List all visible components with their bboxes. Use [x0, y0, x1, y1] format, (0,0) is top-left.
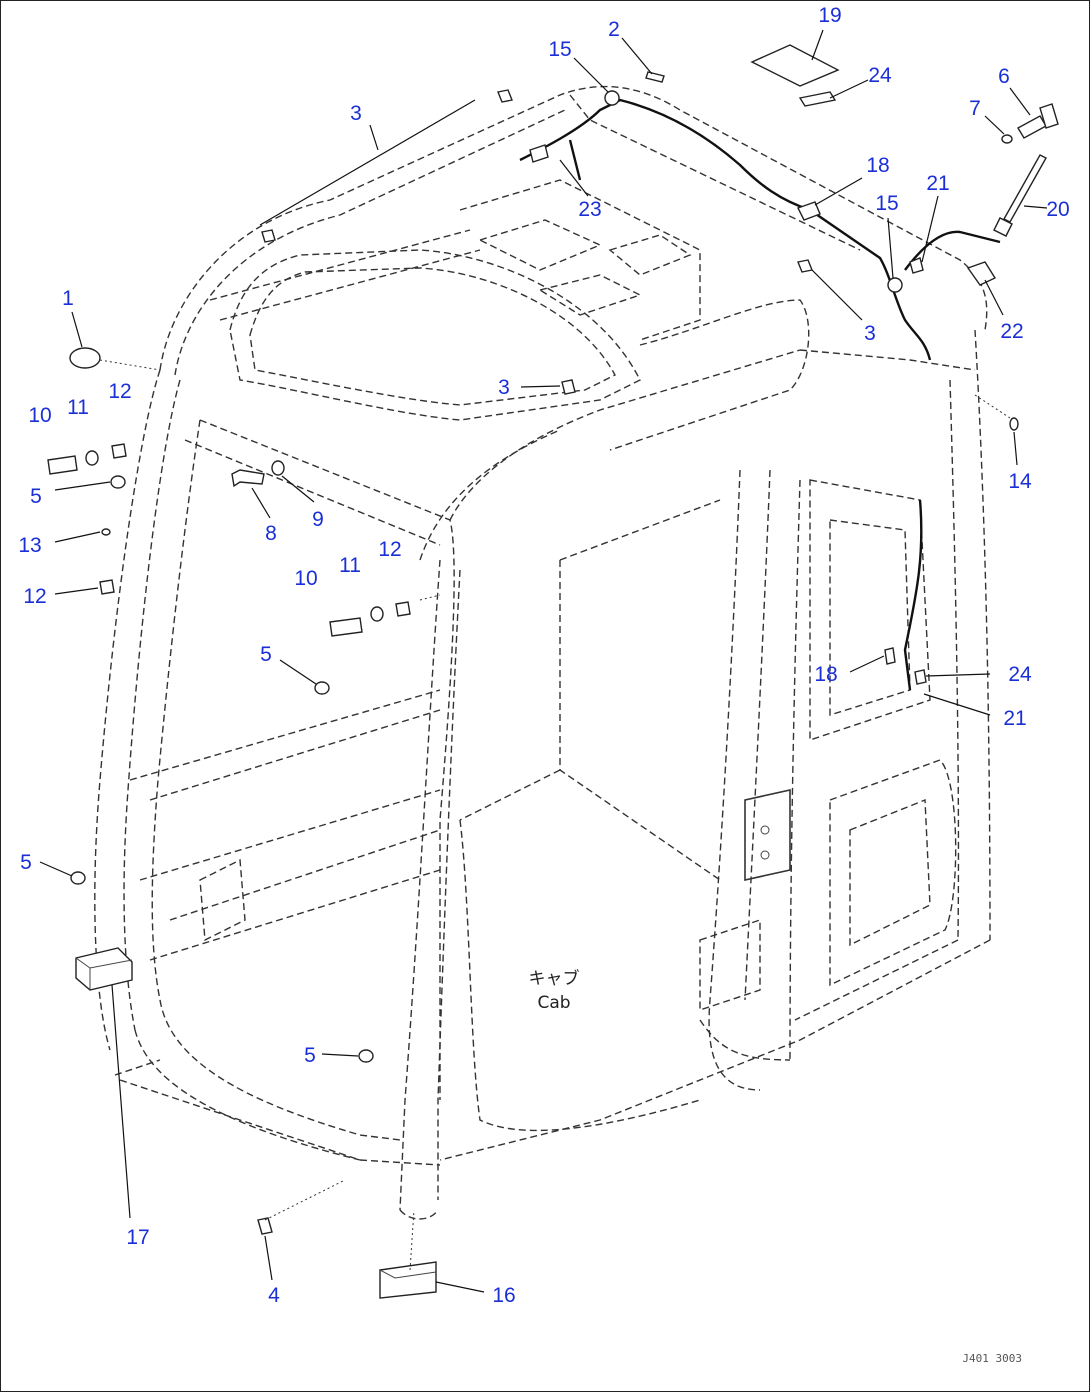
pin-part-2 [645, 71, 665, 83]
clip-part-3-right [797, 259, 813, 273]
callout-7: 7 [969, 97, 981, 120]
sheet-part-19 [750, 44, 840, 87]
callout-5-left: 5 [20, 851, 32, 874]
callout-1: 1 [62, 287, 74, 310]
callout-10-lower: 10 [294, 567, 317, 590]
bolt-head-part-6 [1039, 103, 1059, 129]
plug-part-14 [1009, 417, 1019, 431]
connector-part-21-top [909, 257, 924, 274]
callout-24-lower: 24 [1008, 663, 1032, 686]
nut-part-12-side [99, 579, 115, 595]
callout-18-lower: 18 [814, 663, 837, 686]
connector-part-18-top [797, 201, 821, 221]
callout-3-top: 3 [350, 102, 362, 125]
bolt-part-6 [1017, 115, 1047, 139]
callout-16: 16 [492, 1284, 515, 1307]
plug-part-4 [257, 1217, 273, 1235]
callout-5-middle: 5 [260, 643, 272, 666]
washer-part-11-upper [85, 450, 99, 466]
cap-part-5-b [314, 681, 330, 695]
callout-23: 23 [578, 198, 601, 221]
callout-22: 22 [1000, 320, 1023, 343]
connector-part-23 [529, 144, 549, 163]
nut-part-12-lower [395, 601, 411, 617]
cap-part-1 [69, 347, 101, 369]
leader-lines [39, 29, 1048, 1293]
cap-part-5-c [70, 871, 86, 885]
pin-part-13 [101, 528, 111, 536]
callout-21-lower: 21 [1003, 707, 1026, 730]
callout-11-lower: 11 [339, 554, 361, 577]
washer-part-11-lower [370, 606, 384, 622]
callout-numbers: 19 24 2 15 6 7 3 18 21 15 20 23 1 3 22 3… [18, 4, 1069, 1307]
cap-part-5-a [110, 475, 126, 489]
block-part-16 [379, 1261, 437, 1299]
bolt-part-8 [231, 469, 265, 488]
clip-part-3-left [261, 229, 276, 243]
callout-6: 6 [998, 65, 1010, 88]
callout-21-top: 21 [926, 172, 949, 195]
callout-4: 4 [268, 1284, 280, 1307]
bolt-part-10-lower [329, 617, 363, 637]
callout-15-top: 15 [548, 38, 571, 61]
antenna-base-part-20 [993, 217, 1013, 237]
callout-20: 20 [1046, 198, 1069, 221]
callout-5-lower: 5 [304, 1044, 316, 1067]
callout-13: 13 [18, 534, 41, 557]
block-part-17 [75, 947, 133, 991]
callout-3-right: 3 [864, 322, 876, 345]
grommet-part-15-top [604, 90, 620, 106]
callout-12-side: 12 [23, 585, 46, 608]
washer-part-7 [1001, 134, 1013, 144]
drawing-code: J401 3003 [962, 1352, 1022, 1365]
callout-17: 17 [126, 1226, 149, 1249]
cab-structure [94, 85, 991, 1220]
washer-part-9 [271, 460, 285, 476]
callout-10-upper: 10 [28, 404, 51, 427]
callout-8: 8 [265, 522, 277, 545]
callout-24-top: 24 [868, 64, 892, 87]
callout-12-lower: 12 [378, 538, 401, 561]
connector-part-24-lower [914, 669, 927, 685]
parts [47, 44, 1059, 1299]
callout-2: 2 [608, 18, 620, 41]
grommet-part-15-right [887, 277, 903, 293]
antenna-part-20 [1003, 154, 1047, 223]
wire-harness [519, 90, 1001, 691]
callout-5-upper: 5 [30, 485, 42, 508]
cab-label-japanese: キャブ [529, 968, 580, 989]
callout-11-upper: 11 [67, 396, 89, 419]
connector-part-18-lower [884, 647, 896, 665]
clip-part-3-center [561, 379, 576, 395]
callout-12-upper: 12 [108, 380, 131, 403]
callout-19: 19 [818, 4, 841, 27]
nut-part-12-upper [111, 443, 127, 459]
label-part-24 [798, 91, 837, 107]
bolt-part-10-upper [47, 455, 78, 475]
cab-label-english: Cab [537, 993, 570, 1013]
clip-part-3-top [497, 89, 513, 103]
callout-3-center: 3 [498, 376, 510, 399]
bracket-part-22 [966, 261, 997, 286]
callout-9: 9 [312, 508, 324, 531]
callout-15-right: 15 [875, 192, 898, 215]
callout-14: 14 [1008, 470, 1032, 493]
callout-18-top: 18 [866, 154, 889, 177]
cap-part-5-d [358, 1049, 374, 1063]
